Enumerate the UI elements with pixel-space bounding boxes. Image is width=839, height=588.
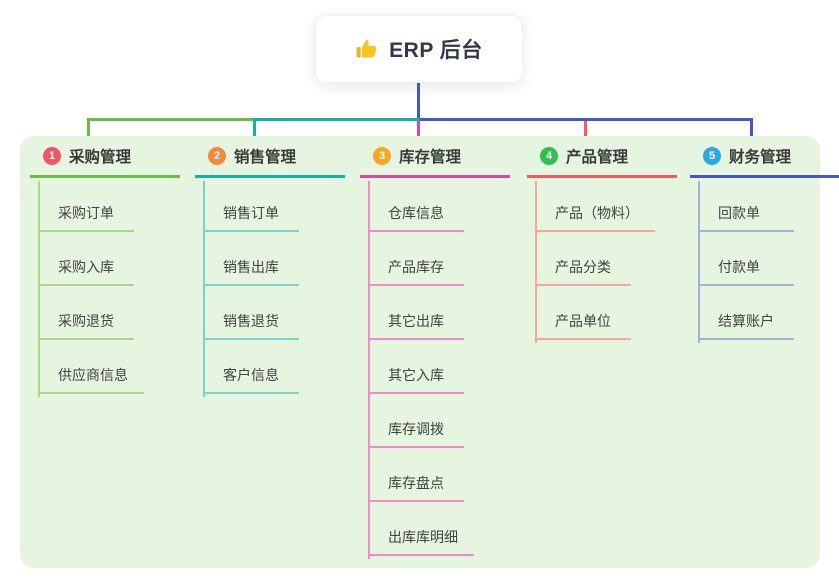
node-label: 出库库明细 bbox=[388, 529, 458, 545]
node-receipt-bill[interactable]: 回款单 bbox=[698, 178, 794, 232]
branch-number-badge: 5 bbox=[703, 146, 721, 165]
node-label: 销售出库 bbox=[223, 259, 279, 275]
branch-product: 4 产品管理 产品（物料） 产品分类 产品单位 bbox=[527, 136, 687, 343]
node-purchase-inbound[interactable]: 采购入库 bbox=[38, 232, 134, 286]
connector-drop-branch-2 bbox=[253, 118, 256, 150]
node-label: 采购订单 bbox=[58, 205, 114, 221]
node-label: 销售退货 bbox=[223, 313, 279, 329]
connector-drop-branch-1 bbox=[87, 118, 90, 150]
node-label: 采购退货 bbox=[58, 313, 114, 329]
branch-label: 产品管理 bbox=[566, 148, 629, 166]
branches-panel: 1 采购管理 采购订单 采购入库 采购退货 供应商信息 2 销售管理 销售订单 … bbox=[20, 136, 839, 568]
node-purchase-order[interactable]: 采购订单 bbox=[38, 178, 134, 232]
node-product-category[interactable]: 产品分类 bbox=[535, 232, 631, 286]
branch-number-badge: 4 bbox=[540, 146, 558, 165]
node-sales-order[interactable]: 销售订单 bbox=[203, 178, 299, 232]
node-label: 供应商信息 bbox=[58, 367, 128, 383]
branch-inventory: 3 库存管理 仓库信息 产品库存 其它出库 其它入库 库存调拨 库存盘点 出库库… bbox=[360, 136, 520, 559]
node-product-material[interactable]: 产品（物料） bbox=[535, 178, 655, 232]
branch-header-purchase[interactable]: 1 采购管理 bbox=[30, 136, 180, 178]
node-settlement-account[interactable]: 结算账户 bbox=[698, 286, 794, 340]
connector-drop-branch-5 bbox=[750, 118, 753, 148]
node-label: 产品单位 bbox=[555, 313, 611, 329]
node-label: 客户信息 bbox=[223, 367, 279, 383]
branch-trunk-line bbox=[698, 181, 700, 343]
node-other-outbound[interactable]: 其它出库 bbox=[368, 286, 464, 340]
node-label: 回款单 bbox=[718, 205, 760, 221]
branch-label: 财务管理 bbox=[729, 148, 792, 166]
node-supplier-info[interactable]: 供应商信息 bbox=[38, 340, 144, 394]
node-label: 付款单 bbox=[718, 259, 760, 275]
node-warehouse-info[interactable]: 仓库信息 bbox=[368, 178, 464, 232]
branch-trunk-line bbox=[535, 181, 537, 343]
node-label: 其它出库 bbox=[388, 313, 444, 329]
node-stock-transfer[interactable]: 库存调拨 bbox=[368, 394, 464, 448]
branch-sales: 2 销售管理 销售订单 销售出库 销售退货 客户信息 bbox=[195, 136, 355, 397]
node-purchase-return[interactable]: 采购退货 bbox=[38, 286, 134, 340]
node-label: 销售订单 bbox=[223, 205, 279, 221]
node-payment-bill[interactable]: 付款单 bbox=[698, 232, 794, 286]
node-outbound-detail[interactable]: 出库库明细 bbox=[368, 502, 474, 556]
branch-header-product[interactable]: 4 产品管理 bbox=[527, 136, 677, 178]
branch-number-badge: 2 bbox=[208, 146, 226, 165]
node-label: 库存盘点 bbox=[388, 475, 444, 491]
node-label: 库存调拨 bbox=[388, 421, 444, 437]
root-node[interactable]: ERP 后台 bbox=[315, 15, 523, 83]
node-label: 采购入库 bbox=[58, 259, 114, 275]
node-label: 产品分类 bbox=[555, 259, 611, 275]
node-sales-return[interactable]: 销售退货 bbox=[203, 286, 299, 340]
branch-header-sales[interactable]: 2 销售管理 bbox=[195, 136, 345, 178]
connector-drop-branch-3 bbox=[417, 120, 420, 150]
connector-bus-blue bbox=[420, 118, 753, 121]
branch-trunk-line bbox=[368, 181, 370, 559]
node-stock-check[interactable]: 库存盘点 bbox=[368, 448, 464, 502]
node-label: 结算账户 bbox=[718, 313, 774, 329]
branch-finance: 5 财务管理 回款单 付款单 结算账户 bbox=[690, 136, 839, 343]
branch-number-badge: 3 bbox=[373, 146, 391, 165]
node-label: 产品（物料） bbox=[555, 205, 639, 221]
branch-header-inventory[interactable]: 3 库存管理 bbox=[360, 136, 510, 178]
node-label: 其它入库 bbox=[388, 367, 444, 383]
branch-trunk-line bbox=[203, 181, 205, 397]
node-product-unit[interactable]: 产品单位 bbox=[535, 286, 631, 340]
node-sales-outbound[interactable]: 销售出库 bbox=[203, 232, 299, 286]
connector-drop-branch-4 bbox=[584, 120, 587, 150]
branch-purchase: 1 采购管理 采购订单 采购入库 采购退货 供应商信息 bbox=[30, 136, 190, 397]
branch-label: 库存管理 bbox=[399, 148, 462, 166]
branch-label: 销售管理 bbox=[234, 148, 297, 166]
branch-header-finance[interactable]: 5 财务管理 bbox=[690, 136, 839, 178]
connector-bus-green bbox=[87, 118, 253, 121]
branch-label: 采购管理 bbox=[69, 148, 132, 166]
node-customer-info[interactable]: 客户信息 bbox=[203, 340, 299, 394]
node-product-stock[interactable]: 产品库存 bbox=[368, 232, 464, 286]
connector-root-vertical bbox=[417, 83, 420, 118]
connector-bus-teal bbox=[253, 118, 420, 121]
node-other-inbound[interactable]: 其它入库 bbox=[368, 340, 464, 394]
root-label: ERP 后台 bbox=[389, 39, 483, 62]
branch-number-badge: 1 bbox=[43, 146, 61, 165]
node-label: 仓库信息 bbox=[388, 205, 444, 221]
thumbs-up-icon bbox=[355, 37, 379, 61]
node-label: 产品库存 bbox=[388, 259, 444, 275]
branch-trunk-line bbox=[38, 181, 40, 397]
